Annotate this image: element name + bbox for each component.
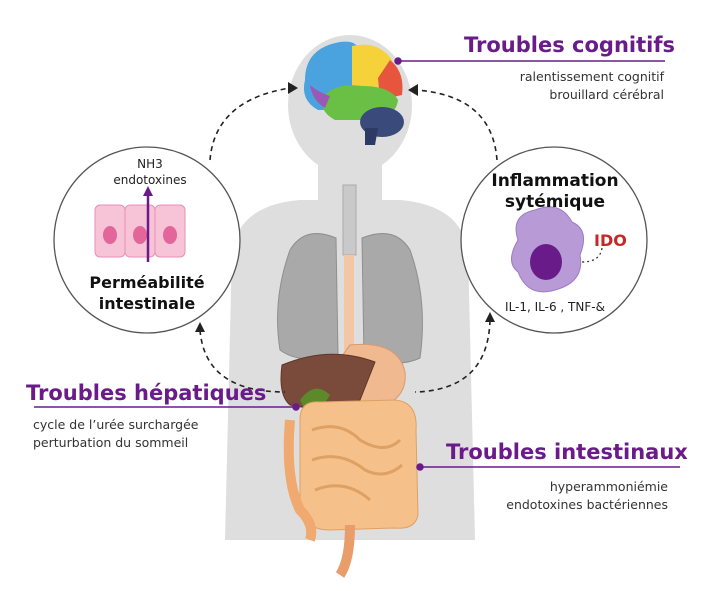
hepatic-details: cycle de l’urée surchargée perturbation … — [33, 416, 198, 452]
permeability-title: Perméabilité intestinale — [67, 272, 227, 314]
endotoxins-label: endotoxines — [113, 173, 187, 187]
immune-cell-icon — [511, 206, 603, 293]
permeability-title-line-2: intestinale — [98, 294, 196, 313]
intestinal-line-2: endotoxines bactériennes — [506, 497, 668, 512]
intestinal-line-1: hyperammoniémie — [549, 479, 668, 494]
intestine-icon — [283, 399, 419, 578]
inflammation-title: Inflammation sytémique — [480, 171, 630, 213]
cognitive-line-1: ralentissement cognitif — [519, 69, 664, 84]
hepatic-line-2: perturbation du sommeil — [33, 435, 189, 450]
brain-icon — [303, 41, 404, 145]
inflammation-title-line-1: Inflammation — [491, 171, 619, 191]
intestinal-cells-icon — [94, 186, 186, 262]
cytokines-label: IL-1, IL-6 , TNF-& — [505, 300, 605, 314]
intestinal-title: Troubles intestinaux — [446, 440, 688, 464]
cognitive-details: ralentissement cognitif brouillard céréb… — [470, 68, 664, 104]
inflammation-title-line-2: sytémique — [504, 192, 606, 212]
connector-lines — [34, 57, 680, 471]
permeability-labels: NH3 endotoxines — [90, 156, 210, 188]
permeability-title-line-1: Perméabilité — [89, 273, 205, 292]
nh3-label: NH3 — [137, 157, 163, 171]
arrow-heads — [195, 82, 495, 332]
ido-label: IDO — [594, 231, 627, 250]
hepatic-line-1: cycle de l’urée surchargée — [33, 417, 199, 432]
cycle-arrows — [199, 87, 498, 393]
intestinal-details: hyperammoniémie endotoxines bactériennes — [470, 478, 668, 514]
hepatic-title: Troubles hépatiques — [26, 381, 267, 405]
cognitive-line-2: brouillard cérébral — [549, 87, 664, 102]
cognitive-title: Troubles cognitifs — [464, 33, 675, 57]
